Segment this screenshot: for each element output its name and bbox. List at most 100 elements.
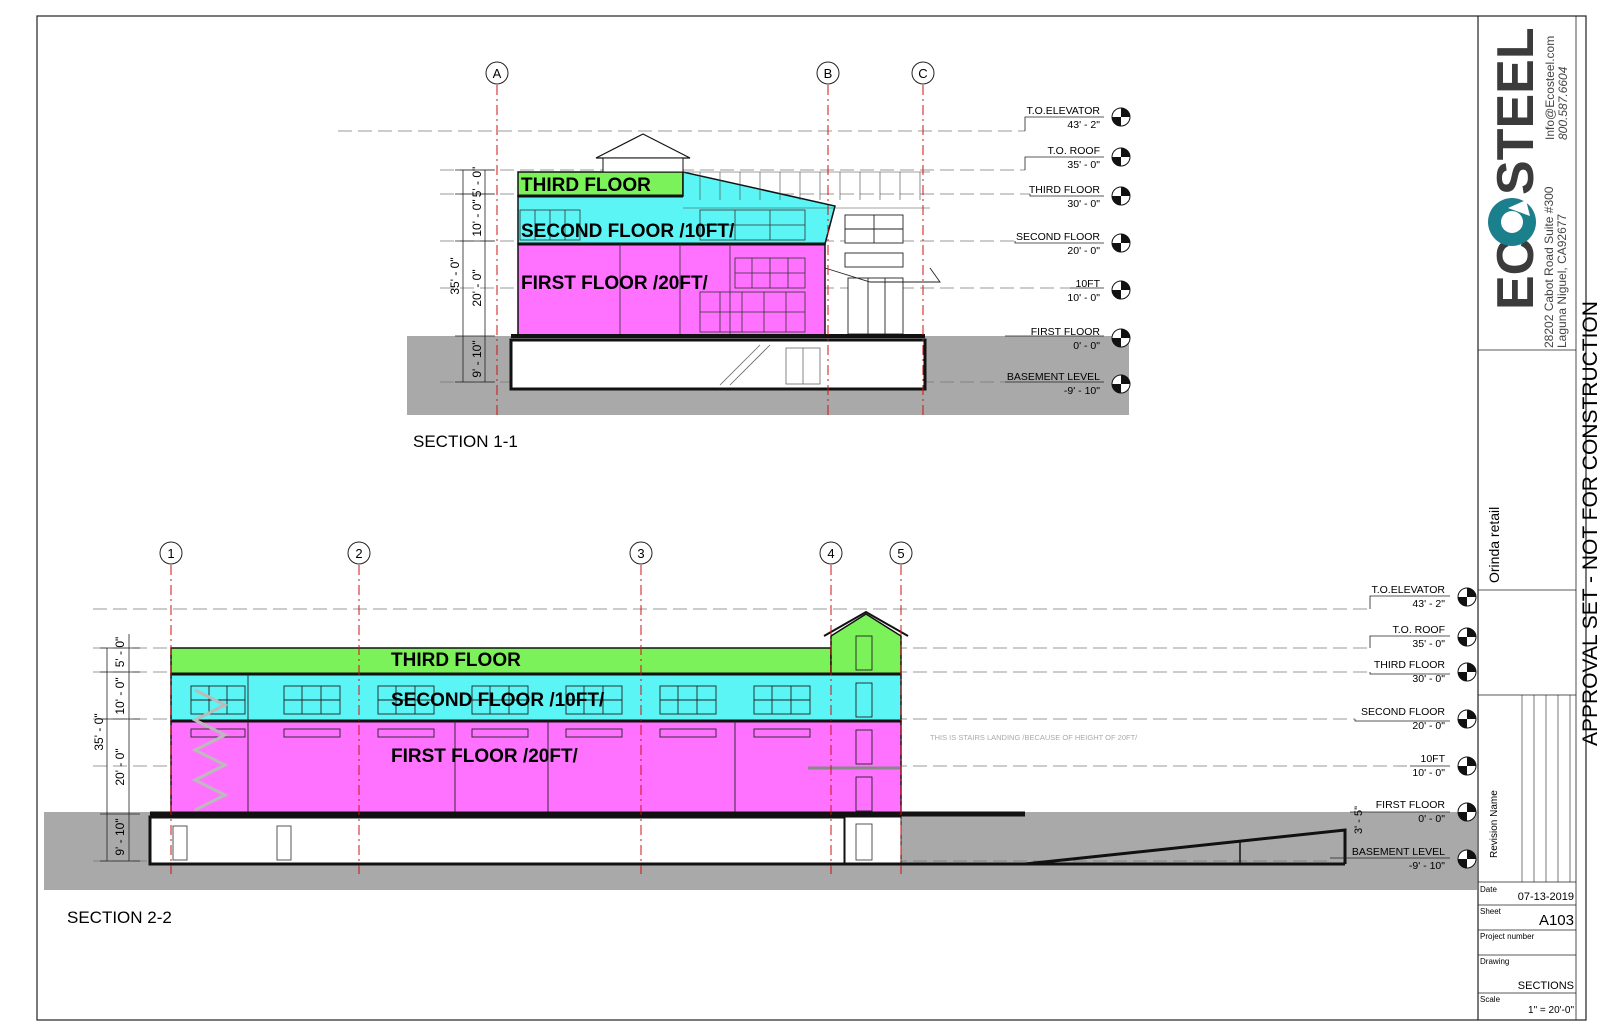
title-block: EC STEEL 28202 Cabot Road Suite #300 Lag…	[1477, 16, 1600, 1020]
level-elev: -9' - 10"	[1409, 860, 1445, 872]
drawing-value: SECTIONS	[1518, 980, 1574, 992]
level-name: BASEMENT LEVEL	[1007, 371, 1100, 383]
windows	[519, 209, 806, 336]
sheet-label: Sheet	[1480, 907, 1502, 916]
grid-bubble-c	[911, 61, 935, 85]
sheet-value: A103	[1539, 912, 1574, 929]
level-name: T.O. ROOF	[1393, 624, 1446, 636]
stairs-note: THIS IS STAIRS LANDING /BECAUSE OF HEIGH…	[930, 733, 1138, 742]
level-name: BASEMENT LEVEL	[1352, 846, 1445, 858]
phone: 800.587.6604	[1556, 66, 1570, 140]
grid-bubble-4	[819, 541, 843, 565]
dim-5: 5' - 0"	[113, 637, 127, 668]
level-elev: 0' - 0"	[1418, 813, 1445, 825]
grid-bubble-b	[816, 61, 840, 85]
level-elev: 30' - 0"	[1067, 198, 1100, 210]
label-third-floor: THIRD FLOOR	[391, 650, 521, 671]
level-labels-2: T.O.ELEVATOR 43' - 2" T.O. ROOF 35' - 0"…	[1352, 584, 1446, 872]
level-name: 10FT	[1420, 753, 1445, 765]
scale-label: Scale	[1480, 995, 1501, 1004]
level-elev: 10' - 0"	[1067, 292, 1100, 304]
dim-10: 10' - 0"	[470, 199, 484, 236]
grid-label-5: 5	[897, 546, 904, 561]
level-name: THIRD FLOOR	[1374, 659, 1446, 671]
level-name: T.O.ELEVATOR	[1371, 584, 1445, 596]
roof-trellis	[683, 171, 930, 209]
scale-value: 1" = 20'-0"	[1528, 1005, 1574, 1016]
level-name: SECOND FLOOR	[1361, 706, 1445, 718]
section-2-title: SECTION 2-2	[67, 908, 172, 927]
level-elev: 43' - 2"	[1067, 119, 1100, 131]
level-name: THIRD FLOOR	[1029, 184, 1101, 196]
level-targets	[1111, 107, 1131, 394]
brand-steel: STEEL	[1487, 27, 1545, 195]
dim-20: 20' - 0"	[470, 269, 484, 306]
dim-10: 10' - 0"	[113, 677, 127, 714]
dim-basement: 9' - 10"	[470, 340, 484, 377]
brand-ec: EC	[1487, 238, 1545, 310]
section-2-2: 1 2 3 4 5 THIRD FLOOR SECOND FLOOR /10FT…	[44, 541, 1477, 927]
level-markers	[1005, 116, 1104, 383]
level-name: SECOND FLOOR	[1016, 231, 1100, 243]
label-second-floor: SECOND FLOOR /10FT/	[521, 221, 735, 242]
basement	[509, 338, 927, 391]
level-elev: 35' - 0"	[1067, 159, 1100, 171]
label-first-floor: FIRST FLOOR /20FT/	[521, 273, 709, 294]
annex	[824, 214, 941, 335]
label-second-floor: SECOND FLOOR /10FT/	[391, 690, 605, 711]
level-elev: 43' - 2"	[1412, 598, 1445, 610]
level-elev: -9' - 10"	[1064, 385, 1100, 397]
level-name: FIRST FLOOR	[1031, 326, 1101, 338]
dim-20: 20' - 0"	[113, 748, 127, 785]
project-number-label: Project number	[1480, 932, 1535, 941]
ramp	[1024, 828, 1347, 866]
email: Info@Ecosteel.com	[1543, 36, 1557, 140]
level-elev: 30' - 0"	[1412, 673, 1445, 685]
level-name: T.O. ROOF	[1048, 145, 1101, 157]
dim-basement: 9' - 10"	[113, 818, 127, 855]
first-floor-block	[170, 720, 902, 815]
date-value: 07-13-2019	[1518, 891, 1574, 903]
project-name: Orinda retail	[1486, 507, 1502, 583]
second-floor-block	[170, 673, 902, 722]
level-markers	[1330, 595, 1450, 859]
grid-bubble-a	[485, 61, 509, 85]
address-line-2: Laguna Niguel, CA92677	[1555, 214, 1569, 348]
info-rows: Date 07-13-2019 Sheet A103 Project numbe…	[1480, 885, 1574, 1016]
penthouse	[602, 157, 684, 173]
grid-label-b: B	[824, 66, 833, 81]
grid-label-1: 1	[167, 546, 174, 561]
dimension-lines	[100, 634, 140, 862]
drawing-label: Drawing	[1480, 957, 1509, 966]
grid-label-c: C	[918, 66, 927, 81]
section-1-title: SECTION 1-1	[413, 432, 518, 451]
approval-stamp: APPROVAL SET - NOT FOR CONSTRUCTION	[1579, 301, 1600, 746]
penthouse-roof	[595, 133, 691, 159]
level-labels-1: T.O.ELEVATOR 43' - 2" T.O. ROOF 35' - 0"…	[1007, 105, 1101, 397]
basement	[148, 815, 847, 866]
grid-bubble-3	[629, 541, 653, 565]
level-name: FIRST FLOOR	[1376, 799, 1446, 811]
level-elev: 20' - 0"	[1067, 245, 1100, 257]
address-line-1: 28202 Cabot Road Suite #300	[1542, 186, 1556, 348]
sheet-border	[36, 15, 1587, 1021]
dim-5: 5' - 0"	[470, 167, 484, 198]
grid-bubble-5	[889, 541, 913, 565]
brand-logo-icon	[1488, 198, 1536, 246]
windows	[190, 635, 900, 814]
revision-label: Revision Name	[1489, 790, 1500, 858]
level-targets	[1457, 587, 1477, 869]
elevator-tower	[830, 613, 902, 675]
dim-ramp: 3' - 5"	[1353, 806, 1365, 834]
level-name: 10FT	[1075, 278, 1100, 290]
level-elev: 10' - 0"	[1412, 767, 1445, 779]
level-elev: 20' - 0"	[1412, 720, 1445, 732]
grid-label-4: 4	[827, 546, 834, 561]
label-third-floor: THIRD FLOOR	[521, 175, 651, 196]
first-floor-block	[517, 243, 826, 337]
grid-label-3: 3	[637, 546, 644, 561]
level-name: T.O.ELEVATOR	[1026, 105, 1100, 117]
dim-35: 35' - 0"	[448, 257, 462, 294]
level-elev: 0' - 0"	[1073, 340, 1100, 352]
grid-bubble-2	[347, 541, 371, 565]
